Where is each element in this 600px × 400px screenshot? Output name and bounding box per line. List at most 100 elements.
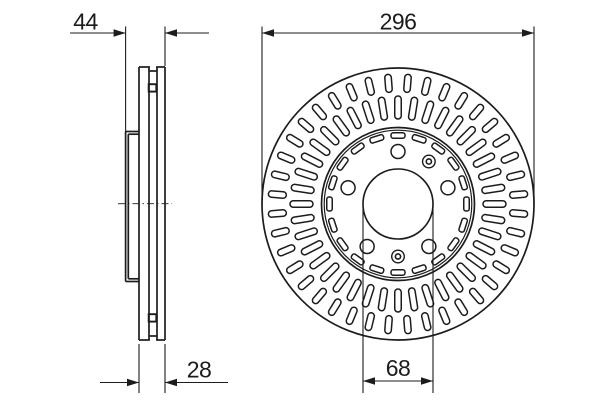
hub-dash <box>411 133 427 144</box>
vent-slot-inner <box>361 100 375 125</box>
dimension-arrowhead <box>262 29 274 37</box>
vent-slot-outer <box>508 209 529 218</box>
vent-slot-inner <box>319 125 340 146</box>
vent-slot-outer <box>267 209 288 218</box>
vent-slot-inner <box>465 251 487 270</box>
hub-dash <box>411 264 427 275</box>
vent-slot-outer <box>468 103 485 121</box>
dimension-arrowhead <box>165 378 177 387</box>
hub-dash <box>350 142 365 155</box>
vent-slot-outer <box>276 244 296 257</box>
vent-slot-section <box>147 313 158 323</box>
vent-slot-outer <box>454 298 469 317</box>
vent-slot-inner <box>294 167 319 181</box>
center-bore <box>362 168 434 240</box>
vent-slot-outer <box>364 76 376 96</box>
vent-slot-inner <box>482 200 507 208</box>
vent-slot-inner <box>290 183 315 195</box>
vent-slot-outer <box>468 287 485 305</box>
vent-slot-inner <box>300 240 324 256</box>
vent-slot-inner <box>394 288 402 313</box>
dimension-labels: 44 296 28 68 <box>73 9 417 383</box>
hub-inner-circle <box>323 129 473 279</box>
vent-slot-outer <box>420 76 432 96</box>
vent-slot-inner <box>456 125 477 146</box>
dimension-arrowhead <box>165 29 177 37</box>
vent-slot-inner <box>377 287 389 312</box>
vent-slot-inner <box>465 138 487 157</box>
hub-dash <box>447 237 460 252</box>
vent-slot-inner <box>346 106 362 130</box>
vent-slot-outer <box>403 314 412 335</box>
vent-slot-outer <box>481 117 499 134</box>
pin-hole-outer <box>391 249 406 264</box>
vent-slot-outer <box>420 312 432 332</box>
vent-slot-outer <box>500 151 520 164</box>
vent-slot-outer <box>327 91 342 110</box>
vent-slot-inner <box>377 96 389 121</box>
vent-slot-outer <box>285 260 304 275</box>
vent-slot-outer <box>270 170 290 182</box>
front-view-disc <box>261 67 535 341</box>
vent-slot-outer <box>297 117 315 134</box>
hub-dash <box>390 269 406 276</box>
vent-slot-outer <box>345 306 358 326</box>
hub-dash <box>458 175 469 191</box>
vent-slot-outer <box>270 226 290 238</box>
hub-dash <box>463 196 470 212</box>
vent-slot-outer <box>327 298 342 317</box>
hub-dash <box>336 156 349 171</box>
vent-slot-inner <box>472 240 496 256</box>
vent-slot-inner <box>481 213 506 225</box>
vent-slot-inner <box>407 287 419 312</box>
vent-slot-inner <box>434 278 450 302</box>
dimension-arrowhead <box>113 29 126 37</box>
vent-slot-section <box>147 83 158 93</box>
pin-hole-outer <box>421 154 436 169</box>
hub-dash <box>431 142 446 155</box>
vent-slot-outer <box>500 244 520 257</box>
dimension-arrowhead <box>363 377 375 385</box>
vent-slot-outer <box>345 82 358 102</box>
vent-slot-outer <box>506 170 526 182</box>
hub-dash <box>369 264 385 275</box>
bolt-hole <box>421 238 437 255</box>
pin-hole-inner <box>394 253 402 260</box>
vent-slot-outer <box>492 260 511 275</box>
vent-slot-outer <box>276 151 296 164</box>
vent-slot-inner <box>421 100 435 125</box>
hub-dash <box>336 237 349 252</box>
vent-slot-outer <box>364 312 376 332</box>
vent-slot-inner <box>346 278 362 302</box>
disc-outer-edge <box>261 67 535 341</box>
dimension-annotations <box>70 26 535 393</box>
vent-slot-inner <box>294 227 319 241</box>
vent-slot-inner <box>289 200 314 208</box>
vent-slot-outer <box>297 274 315 291</box>
bolt-hole <box>359 238 375 255</box>
hub-outer-circle <box>320 126 476 282</box>
hub-dash <box>390 132 406 139</box>
vent-slot-outer <box>492 133 511 148</box>
vent-slot-inner <box>481 183 506 195</box>
bolt-hole <box>390 143 406 160</box>
vent-slot-inner <box>445 115 464 137</box>
vent-slot-inner <box>407 96 419 121</box>
dim-label-disc-thickness: 28 <box>187 357 212 383</box>
vent-slot-outer <box>508 190 529 199</box>
vent-slot-inner <box>290 213 315 225</box>
vent-slot-inner <box>472 152 496 168</box>
vent-slot-inner <box>332 115 351 137</box>
vent-slot-outer <box>481 274 499 291</box>
vent-slot-inner <box>300 152 324 168</box>
hub-dash <box>326 196 333 212</box>
vent-slot-inner <box>394 95 402 120</box>
bolt-hole <box>440 180 456 196</box>
vent-slot-outer <box>311 287 328 305</box>
hub-dash <box>458 217 469 233</box>
pin-hole-inner <box>425 158 433 165</box>
vent-slot-inner <box>434 106 450 130</box>
vent-slot-inner <box>421 283 435 308</box>
